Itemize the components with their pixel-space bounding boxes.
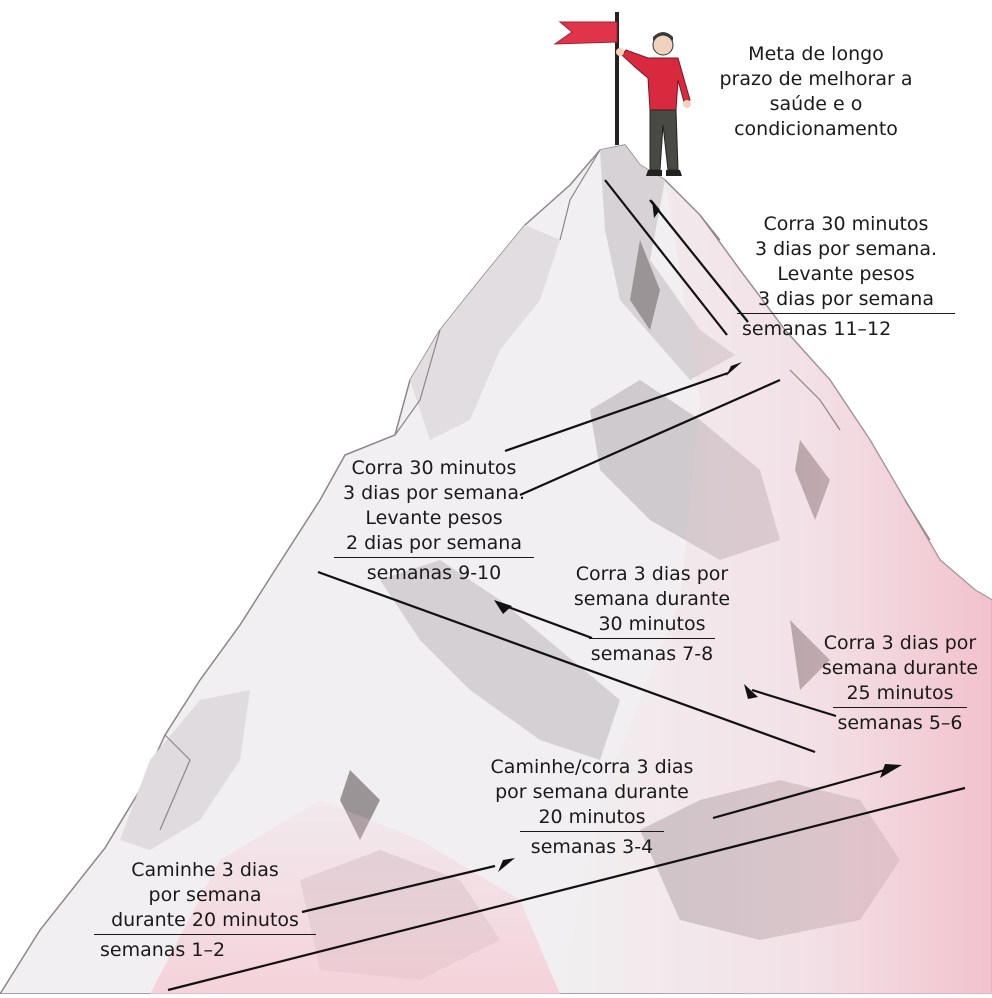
step-line: Caminhe/corra 3 dias xyxy=(490,756,694,778)
goal-line: condicionamento xyxy=(734,118,898,140)
pink-tint xyxy=(150,800,560,994)
step-weeks: semanas 3-4 xyxy=(530,836,654,858)
step-weeks: semanas 7-8 xyxy=(590,643,714,665)
mountain-shadow-facet xyxy=(380,560,620,760)
arrowhead-icon xyxy=(498,858,515,872)
mountain-shadow-facet xyxy=(600,145,735,380)
step-line: 20 minutos xyxy=(538,806,646,828)
flag-icon xyxy=(553,21,618,45)
step-line: semana durante xyxy=(573,588,731,610)
step-line: 3 dias por semana. xyxy=(342,482,526,504)
goal-line: Meta de longo xyxy=(748,43,884,65)
path-arrowheads xyxy=(494,200,902,872)
climber-figure xyxy=(616,32,691,176)
step-weeks: semanas 5–6 xyxy=(837,712,963,734)
arrowhead-icon xyxy=(726,362,742,376)
arrowhead-icon xyxy=(744,684,758,699)
arrowhead-icon xyxy=(880,764,902,778)
step-divider xyxy=(589,638,715,639)
step-divider xyxy=(334,557,534,558)
step-line: 25 minutos xyxy=(846,682,954,704)
step-line: Corra 3 dias por xyxy=(823,632,977,654)
step-line: Levante pesos xyxy=(777,263,915,285)
step-label-weeks-9-10: Corra 30 minutos 3 dias por semana. Leva… xyxy=(322,456,546,586)
step-divider xyxy=(833,707,967,708)
goal-line: prazo de melhorar a xyxy=(719,68,913,90)
step-weeks: semanas 1–2 xyxy=(100,939,226,961)
step-weeks: semanas 9-10 xyxy=(366,562,502,584)
arrowhead-icon xyxy=(494,600,512,614)
step-line: semana durante xyxy=(821,657,979,679)
progress-path xyxy=(167,179,966,992)
step-label-weeks-3-4: Caminhe/corra 3 dias por semana durante … xyxy=(470,755,714,860)
goal-label: Meta de longo prazo de melhorar a saúde … xyxy=(696,42,936,142)
step-line: por semana durante xyxy=(495,781,689,803)
step-divider xyxy=(520,831,664,832)
step-divider xyxy=(94,934,316,935)
step-line: Corra 30 minutos xyxy=(351,457,517,479)
step-line: Caminhe 3 dias xyxy=(131,859,279,881)
step-label-weeks-7-8: Corra 3 dias por semana durante 30 minut… xyxy=(550,562,754,667)
step-line: Levante pesos xyxy=(365,507,503,529)
step-line: 30 minutos xyxy=(598,613,706,635)
step-divider xyxy=(737,313,955,314)
goal-line: saúde e o xyxy=(769,93,863,115)
mountain-ridges xyxy=(159,149,931,831)
pink-tint xyxy=(560,180,992,994)
step-label-weeks-1-2: Caminhe 3 dias por semana durante 20 min… xyxy=(92,858,318,963)
step-line: 3 dias por semana xyxy=(757,288,934,310)
step-line: 2 dias por semana xyxy=(345,532,522,554)
step-label-weeks-11-12: Corra 30 minutos 3 dias por semana. Leva… xyxy=(728,212,964,342)
step-line: 3 dias por semana. xyxy=(754,238,938,260)
step-line: por semana xyxy=(148,884,262,906)
step-line: Corra 3 dias por xyxy=(575,563,729,585)
mountain-shadow-facet xyxy=(120,690,250,850)
mountain-shadow-facet xyxy=(410,225,560,440)
step-label-weeks-5-6: Corra 3 dias por semana durante 25 minut… xyxy=(808,631,992,736)
step-weeks: semanas 11–12 xyxy=(742,318,892,340)
step-line: Corra 30 minutos xyxy=(763,213,929,235)
arrowhead-icon xyxy=(652,200,660,218)
step-line: durante 20 minutos xyxy=(111,909,299,931)
